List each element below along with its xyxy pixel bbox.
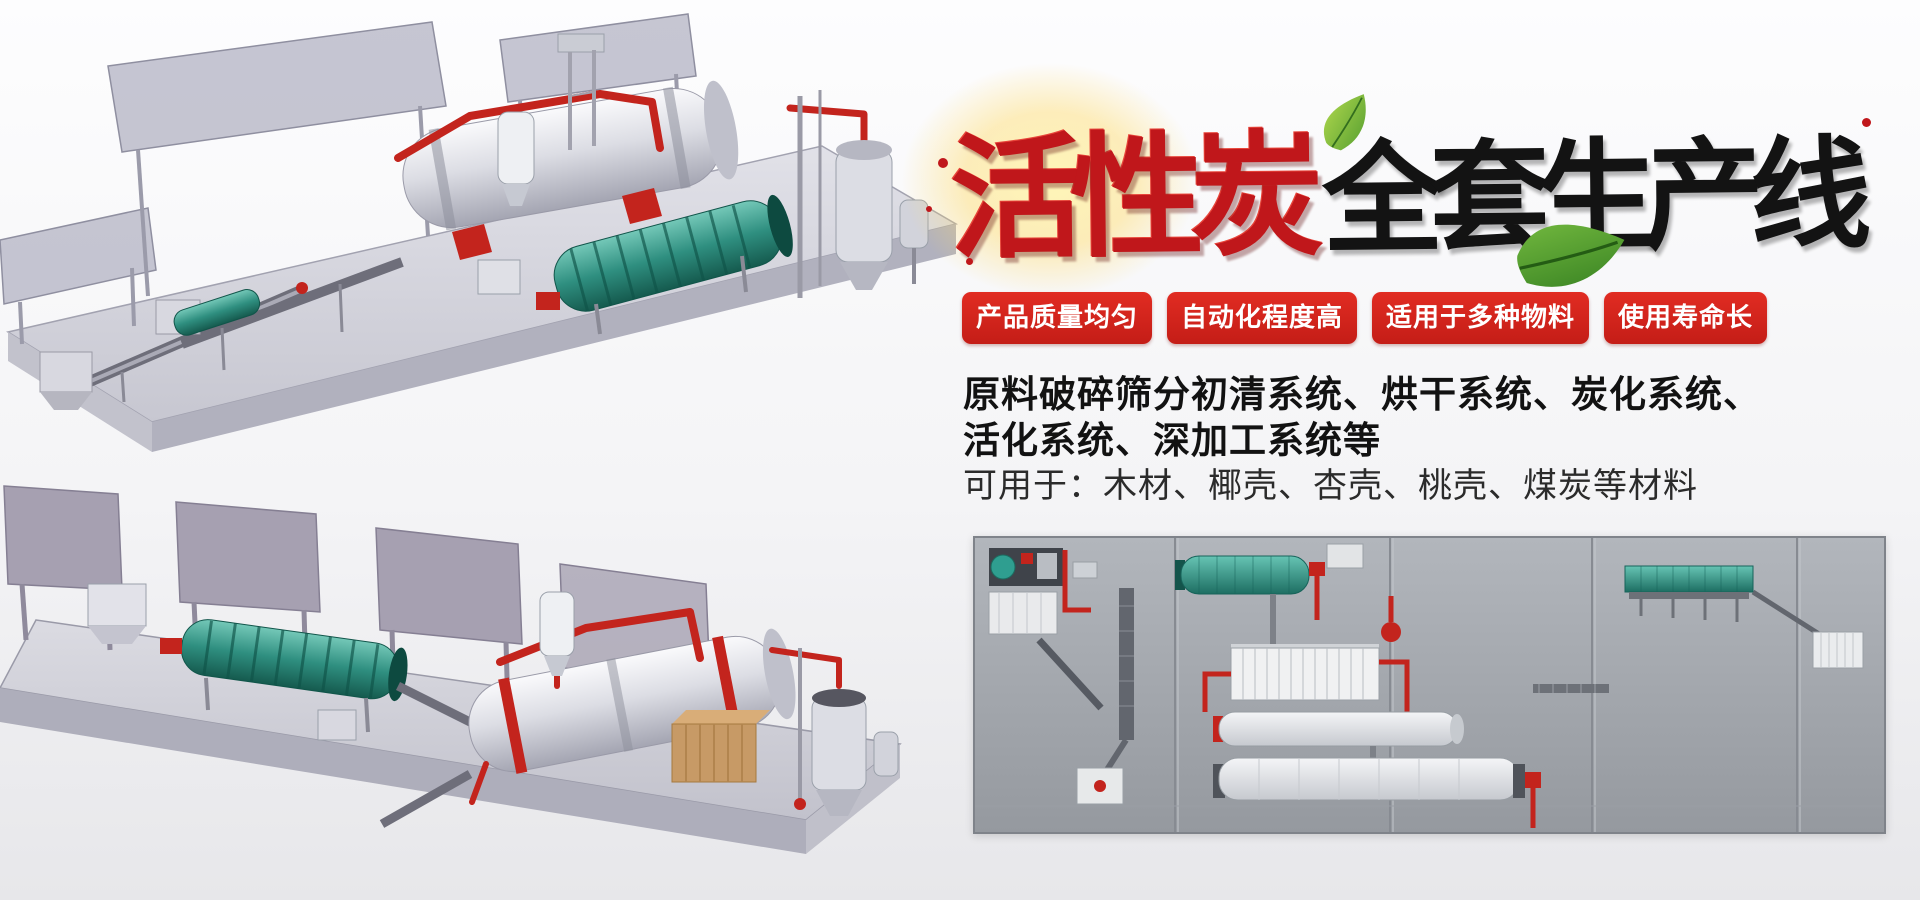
activation-furnace [794,648,899,816]
transfer-conveyor [395,681,477,729]
leaf-icon [1517,224,1625,287]
title-red-text: 活性炭 [949,115,1311,278]
crusher-drum [173,289,261,336]
cooler-drum [536,194,793,335]
description-line-2: 活化系统、深加工系统等 [963,419,1381,462]
description-line-1: 原料破碎筛分初清系统、烘干系统、炭化系统、 [963,373,1761,416]
discharge-conveyor [379,770,473,828]
wall-panels [0,13,697,305]
banner-title: 活性炭全套生产线 [949,81,1858,284]
feed-conveyors [67,257,404,403]
wall-panels [3,485,711,685]
feeder-machine [87,583,147,644]
crusher-drum [160,619,408,733]
badge-lifespan: 使用寿命长 [1604,292,1768,344]
layout-schematic-panel [973,536,1886,834]
feeder-box [477,259,521,295]
brick-kiln [671,710,770,783]
dryer-drum [402,80,739,260]
schematic-crusher-section [988,548,1134,805]
schematic-packing-section [1533,565,1864,693]
layout-schematic [973,536,1886,834]
paint-splatter [966,258,973,265]
materials-line: 可用于：木材、椰壳、杏壳、桃壳、煤炭等材料 [963,466,1698,506]
condenser-tank [497,111,535,206]
production-line-3d-top [0,13,958,452]
tower-frame [557,33,605,150]
production-line-3d-bottom [0,485,902,854]
paint-splatter [938,158,948,168]
badge-materials: 适用于多种物料 [1372,292,1590,344]
paint-splatter [926,206,932,212]
hopper [317,709,357,741]
paint-splatter [1862,118,1871,127]
feature-badges: 产品质量均匀 自动化程度高 适用于多种物料 使用寿命长 [962,292,1768,344]
badge-automation: 自动化程度高 [1167,292,1358,344]
condenser-tank [539,591,575,676]
badge-quality: 产品质量均匀 [962,292,1153,344]
leaf-icon [1323,94,1366,151]
schematic-dryer-section [1175,543,1541,828]
